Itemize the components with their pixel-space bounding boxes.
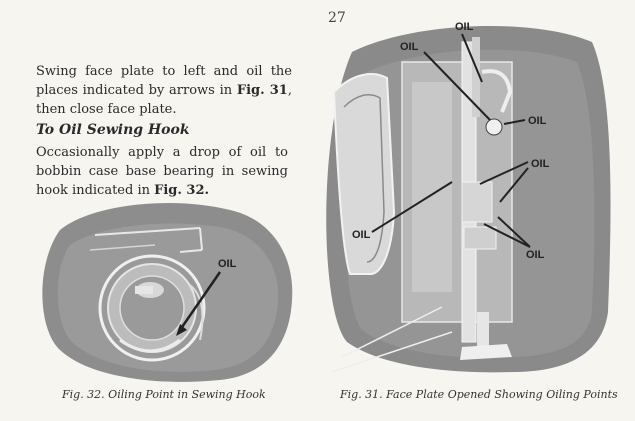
sewing-hook-illustration: OIL [42,202,293,382]
figure-face-plate: OIL OIL OIL OIL OIL OIL [312,12,617,384]
intro-fig-ref: Fig. 31 [236,83,288,98]
section-title: To Oil Sewing Hook [36,122,190,138]
oil-label-5: OIL [352,229,371,241]
oil-label-4: OIL [531,158,550,170]
body-fig-ref: Fig. 32. [154,183,210,198]
figure-sewing-hook: OIL [30,190,300,385]
intro-text: Swing face plate to left and oil the pla… [36,64,292,98]
intro-paragraph: Swing face plate to left and oil the pla… [36,62,292,119]
page-number: 27 [328,10,346,26]
body-paragraph: Occasionally apply a drop of oil to bobb… [36,143,288,200]
oil-label: OIL [218,258,237,270]
oil-label-3: OIL [528,115,547,127]
caption-fig-31: Fig. 31. Face Plate Opened Showing Oilin… [340,388,618,401]
caption-fig-32: Fig. 32. Oiling Point in Sewing Hook [62,388,266,401]
oil-label-2: OIL [455,21,474,33]
oil-label-1: OIL [400,41,419,53]
oil-label-6: OIL [526,249,545,261]
body-text: Occasionally apply a drop of oil to bobb… [36,145,288,198]
intro-text-end: , then close face plate. [36,83,292,117]
face-plate-illustration: OIL OIL OIL OIL OIL OIL [326,21,611,373]
